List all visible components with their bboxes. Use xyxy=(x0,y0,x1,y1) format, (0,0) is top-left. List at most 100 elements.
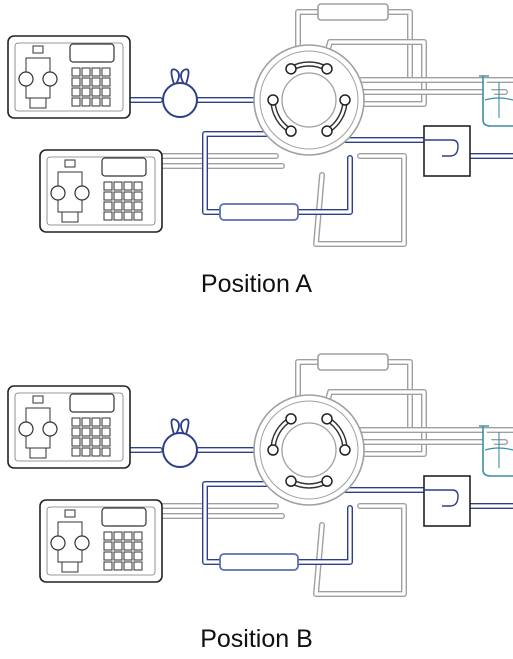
waste-tube xyxy=(313,503,407,597)
keypad-key xyxy=(91,447,101,457)
pump-valve-top xyxy=(64,159,76,168)
mixer-stirrer xyxy=(170,68,190,85)
pump-keypad xyxy=(103,531,143,571)
pump-display xyxy=(69,393,115,413)
pump-valve-top xyxy=(32,45,44,54)
mixer-chamber xyxy=(162,432,198,468)
loop-tube-right xyxy=(385,9,413,81)
valve-inner-ring xyxy=(259,50,359,150)
keypad-key xyxy=(81,447,91,457)
valve-rotor xyxy=(281,422,337,478)
valve-port xyxy=(321,125,333,137)
valve-port xyxy=(321,475,333,487)
column-outlet-tube xyxy=(295,505,353,565)
keypad-key xyxy=(123,201,133,211)
keypad-key xyxy=(81,427,91,437)
keypad-key xyxy=(123,551,133,561)
detector-cell xyxy=(423,475,471,527)
keypad-key xyxy=(91,417,101,427)
beaker-glass xyxy=(482,426,513,477)
keypad-key xyxy=(71,67,81,77)
keypad-key xyxy=(71,437,81,447)
pump-icon xyxy=(7,35,131,119)
keypad-key xyxy=(113,201,123,211)
pump-valve-bottom xyxy=(61,561,79,573)
keypad-key xyxy=(71,427,81,437)
valve-port xyxy=(321,63,333,75)
pump-valve-top xyxy=(64,509,76,518)
keypad-key xyxy=(113,531,123,541)
keypad-key xyxy=(101,87,111,97)
mixer-icon xyxy=(162,68,198,118)
keypad-key xyxy=(81,417,91,427)
keypad-key xyxy=(103,541,113,551)
pump-head-left xyxy=(50,535,66,551)
keypad-key xyxy=(123,211,133,221)
keypad-key xyxy=(101,417,111,427)
detector-cell xyxy=(423,125,471,177)
position-a-caption: Position A xyxy=(200,270,313,298)
pump-icon xyxy=(7,385,131,469)
keypad-key xyxy=(81,77,91,87)
detector-flow-path xyxy=(424,489,459,507)
valve-rotor xyxy=(281,72,337,128)
pump-head-left xyxy=(18,421,34,437)
pump-head-right xyxy=(74,535,90,551)
valve-port xyxy=(285,63,297,75)
keypad-key xyxy=(101,67,111,77)
keypad-key xyxy=(81,87,91,97)
valve-port xyxy=(267,444,279,456)
valve-port xyxy=(267,94,279,106)
pump-keypad xyxy=(71,417,111,457)
keypad-key xyxy=(103,181,113,191)
pump-display xyxy=(101,157,147,177)
injection-valve-icon xyxy=(253,44,365,156)
keypad-key xyxy=(71,77,81,87)
pump-head-right xyxy=(42,71,58,87)
position-b-panel: Position B xyxy=(0,330,513,659)
column-inlet-tube xyxy=(202,481,279,565)
position-a-panel: Position A xyxy=(7,3,513,298)
keypad-key xyxy=(133,541,143,551)
column-inlet-tube xyxy=(202,131,279,215)
keypad-key xyxy=(123,541,133,551)
keypad-key xyxy=(113,551,123,561)
keypad-key xyxy=(101,77,111,87)
pump-icon xyxy=(39,499,163,583)
keypad-key xyxy=(91,77,101,87)
keypad-key xyxy=(113,191,123,201)
keypad-key xyxy=(123,561,133,571)
position-a-diagram xyxy=(7,3,513,247)
valve-port xyxy=(339,94,351,106)
keypad-key xyxy=(123,531,133,541)
pump-icon xyxy=(39,149,163,233)
pump-valve-bottom xyxy=(29,447,47,459)
pump-keypad xyxy=(71,67,111,107)
pump-bezel xyxy=(46,506,156,576)
sample-loop xyxy=(317,3,389,21)
keypad-key xyxy=(113,181,123,191)
keypad-key xyxy=(133,201,143,211)
keypad-key xyxy=(133,181,143,191)
pump-head-right xyxy=(74,185,90,201)
keypad-key xyxy=(103,201,113,211)
detector-icon xyxy=(423,475,471,527)
keypad-key xyxy=(123,181,133,191)
valve-port xyxy=(321,413,333,425)
keypad-key xyxy=(91,87,101,97)
keypad-key xyxy=(101,447,111,457)
keypad-key xyxy=(103,191,113,201)
pump-valve-top xyxy=(32,395,44,404)
keypad-key xyxy=(133,211,143,221)
keypad-key xyxy=(81,97,91,107)
pump-valve-bottom xyxy=(29,97,47,109)
pump-display xyxy=(101,507,147,527)
beaker-icon xyxy=(479,425,513,477)
mixer-stirrer xyxy=(170,418,190,435)
valve-port xyxy=(285,125,297,137)
pump-head-left xyxy=(18,71,34,87)
column-outlet-tube xyxy=(295,155,353,215)
pump-valve-bottom xyxy=(61,211,79,223)
keypad-key xyxy=(81,67,91,77)
diagram-root xyxy=(7,353,513,597)
